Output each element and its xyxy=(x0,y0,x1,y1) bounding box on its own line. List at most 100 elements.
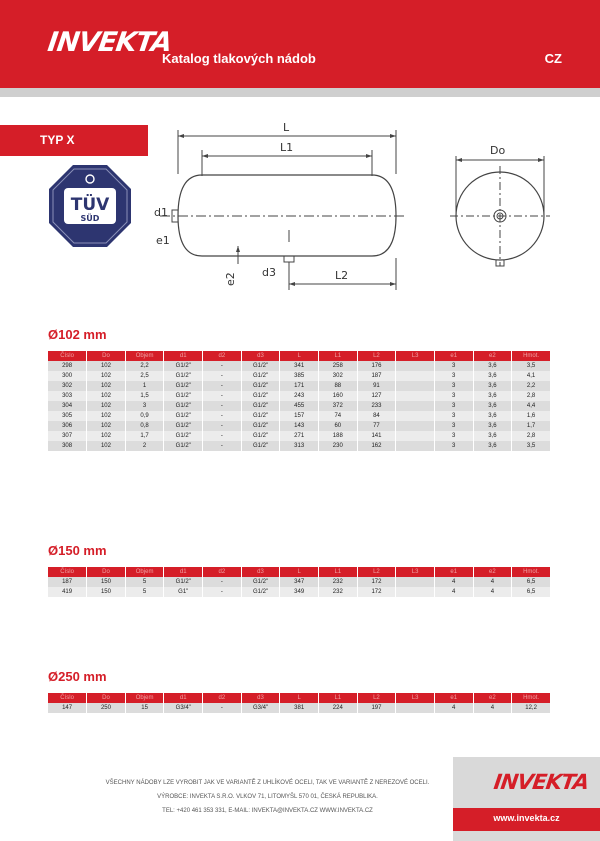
column-header: e2 xyxy=(473,693,513,703)
column-header: L1 xyxy=(318,351,358,361)
table-cell: - xyxy=(202,587,242,597)
table-cell: 308 xyxy=(48,441,88,451)
section-title-102: Ø102 mm xyxy=(48,327,107,342)
table-cell: 0,9 xyxy=(125,411,165,421)
table-cell: 298 xyxy=(48,361,88,371)
column-header: L xyxy=(279,567,319,577)
table-cell: 250 xyxy=(86,703,126,713)
dim-label-d1: d1 xyxy=(154,206,168,219)
table-cell: 147 xyxy=(48,703,88,713)
table-cell: 243 xyxy=(279,391,319,401)
table-cell: G1/2" xyxy=(163,577,204,587)
table-cell: 102 xyxy=(86,421,126,431)
table-cell: 187 xyxy=(357,371,397,381)
table-cell xyxy=(395,703,435,713)
table-cell: - xyxy=(202,441,242,451)
table-cell: - xyxy=(202,381,242,391)
section-title-150: Ø150 mm xyxy=(48,543,107,558)
table-cell: G1/2" xyxy=(241,431,281,441)
table-cell: 302 xyxy=(48,381,88,391)
table-cell: G3/4" xyxy=(163,703,204,713)
table-cell: 1,6 xyxy=(511,411,551,421)
footer-brand-logo: INVEKTA xyxy=(492,770,590,794)
table-cell: 162 xyxy=(357,441,397,451)
table-cell: 188 xyxy=(318,431,358,441)
table-cell: 197 xyxy=(357,703,397,713)
table-cell: 2,8 xyxy=(511,431,551,441)
table-cell: 306 xyxy=(48,421,88,431)
column-header: d2 xyxy=(202,567,242,577)
table-cell: 302 xyxy=(318,371,358,381)
table-cell: G3/4" xyxy=(241,703,281,713)
column-header: d3 xyxy=(241,567,281,577)
table-cell: 84 xyxy=(357,411,397,421)
table-cell: 0,8 xyxy=(125,421,165,431)
table-cell: G1/2" xyxy=(163,441,204,451)
table-cell: 3,6 xyxy=(473,401,513,411)
table-cell: 4 xyxy=(434,577,474,587)
table-cell: 77 xyxy=(357,421,397,431)
table-cell: G1/2" xyxy=(241,371,281,381)
table-cell: 258 xyxy=(318,361,358,371)
column-header: e1 xyxy=(434,351,474,361)
dim-label-l1: L1 xyxy=(280,141,293,154)
column-header: Hmot. xyxy=(511,693,551,703)
column-header: L3 xyxy=(395,693,435,703)
table-cell: - xyxy=(202,401,242,411)
table-cell: 455 xyxy=(279,401,319,411)
table-cell: 3,5 xyxy=(511,441,551,451)
table-cell: 3,6 xyxy=(473,411,513,421)
table-cell: G1/2" xyxy=(241,381,281,391)
column-header: d3 xyxy=(241,351,281,361)
table-cell: 91 xyxy=(357,381,397,391)
column-header: Hmot. xyxy=(511,567,551,577)
column-header: L2 xyxy=(357,693,397,703)
table-cell: G1/2" xyxy=(163,391,204,401)
dim-label-l: L xyxy=(283,121,290,134)
table-cell: 3,6 xyxy=(473,371,513,381)
table-cell: 143 xyxy=(279,421,319,431)
table-cell: 141 xyxy=(357,431,397,441)
table-cell: 385 xyxy=(279,371,319,381)
table-cell: 347 xyxy=(279,577,319,587)
footer-note: VŠECHNY NÁDOBY LZE VYROBIT JAK VE VARIAN… xyxy=(105,780,430,786)
table-cell: 381 xyxy=(279,703,319,713)
table-cell: 171 xyxy=(279,381,319,391)
column-header: d2 xyxy=(202,693,242,703)
footer-website-link[interactable]: www.invekta.cz xyxy=(493,813,560,823)
column-header: Objem xyxy=(125,693,165,703)
table-cell xyxy=(395,371,435,381)
dim-label-l2: L2 xyxy=(335,269,348,282)
table-cell: 4 xyxy=(473,703,513,713)
column-header: d3 xyxy=(241,693,281,703)
table-cell: 15 xyxy=(125,703,165,713)
table-cell: 6,5 xyxy=(511,587,551,597)
header-divider xyxy=(0,88,600,97)
column-header: L xyxy=(279,693,319,703)
table-cell: 157 xyxy=(279,411,319,421)
table-cell: - xyxy=(202,361,242,371)
column-header: Objem xyxy=(125,567,165,577)
table-cell: 3 xyxy=(434,401,474,411)
table-cell: 4,1 xyxy=(511,371,551,381)
tuv-sub-text: SÜD xyxy=(81,213,100,223)
table-cell: 102 xyxy=(86,441,126,451)
table-cell xyxy=(395,401,435,411)
table-cell: 300 xyxy=(48,371,88,381)
table-cell: 102 xyxy=(86,411,126,421)
table-cell: 187 xyxy=(48,577,88,587)
table-cell: - xyxy=(202,421,242,431)
table-cell: G1/2" xyxy=(163,381,204,391)
table-cell: 3 xyxy=(434,441,474,451)
column-header: d2 xyxy=(202,351,242,361)
table-cell: 313 xyxy=(279,441,319,451)
table-cell: - xyxy=(202,371,242,381)
table-cell: 12,2 xyxy=(511,703,551,713)
table-cell: 4 xyxy=(434,703,474,713)
